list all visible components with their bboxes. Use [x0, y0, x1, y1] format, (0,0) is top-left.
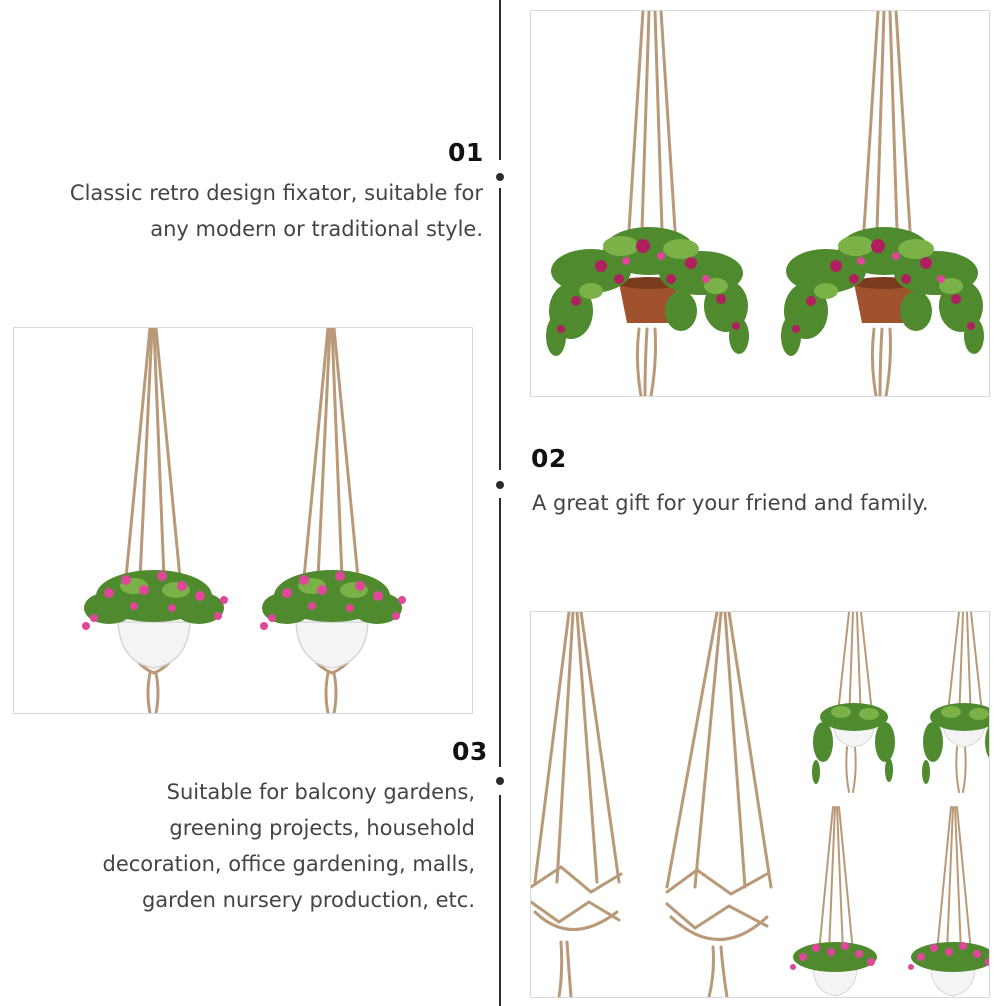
feature-text-03: Suitable for balcony gardens, greening p…	[15, 774, 475, 918]
timeline-dot-01	[496, 173, 504, 181]
feature-number-03: 03	[452, 737, 488, 766]
feature-number-02: 02	[531, 444, 567, 473]
feature-text-line: any modern or traditional style.	[150, 217, 483, 241]
feature-text-02: A great gift for your friend and family.	[532, 485, 992, 521]
feature-text-01: Classic retro design fixator, suitable f…	[23, 175, 483, 247]
timeline-dot-02	[496, 481, 504, 489]
timeline-dot-03	[496, 777, 504, 785]
feature-number-01: 01	[448, 138, 484, 167]
feature-text-line: Classic retro design fixator, suitable f…	[69, 181, 483, 205]
feature-text-line: greening projects, household	[169, 816, 475, 840]
feature-text-line: garden nursery production, etc.	[141, 888, 475, 912]
product-photo-hanger-collage	[530, 611, 990, 998]
product-photo-terracotta-hangers	[530, 10, 990, 397]
product-photo-white-pot-hangers	[13, 327, 473, 714]
feature-text-line: Suitable for balcony gardens,	[166, 780, 475, 804]
timeline-line	[499, 0, 501, 1006]
feature-text-line: A great gift for your friend and family.	[532, 491, 929, 515]
feature-text-line: decoration, office gardening, malls,	[102, 852, 475, 876]
